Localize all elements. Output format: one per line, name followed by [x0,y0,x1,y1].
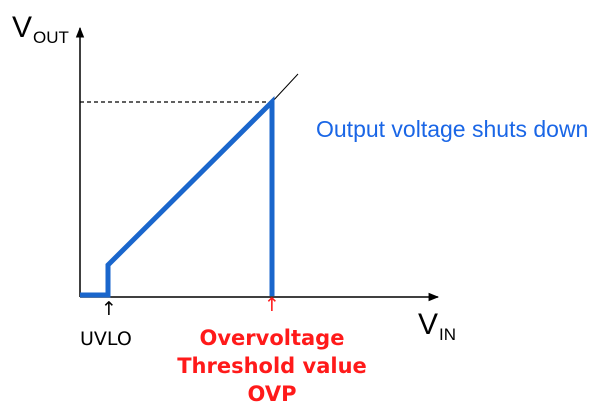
x-axis-title-sub: IN [439,325,457,344]
x-axis-title: VIN [418,308,457,344]
extrapolation-line [271,73,299,103]
output-voltage-trace [80,95,275,298]
uvlo-arrow-icon: ↑ [101,298,117,320]
y-axis-title: VOUT [12,11,69,47]
x-axis-title-main: V [418,308,439,341]
ovp-arrow-icon: ↑ [264,294,280,316]
ovp-label-line-3: OVP [247,382,297,406]
uvlo-label: UVLO [80,328,132,350]
shutdown-annotation: Output voltage shuts down [316,116,589,142]
y-axis-title-main: V [12,11,33,44]
ovp-label-line-2: Threshold value [177,354,367,378]
y-axis-title-sub: OUT [33,28,69,47]
ovp-label-line-1: Overvoltage [199,326,345,350]
